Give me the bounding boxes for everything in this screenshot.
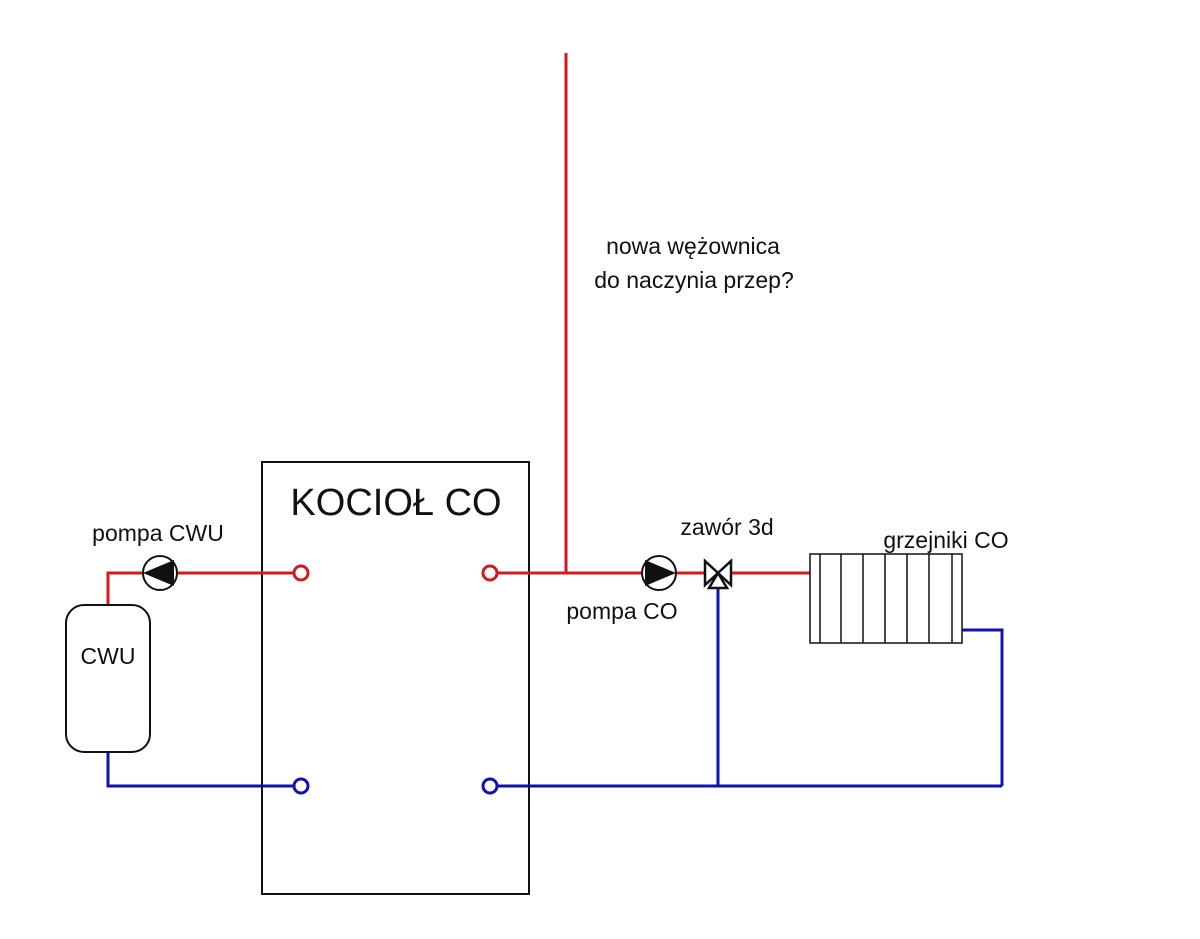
boiler-port-co-return	[481, 777, 499, 795]
dhw-return-pipe	[106, 752, 295, 788]
dhw-pump-icon	[142, 555, 178, 591]
boiler-port-dhw-supply	[292, 564, 310, 582]
three-way-valve-icon	[703, 558, 733, 590]
boiler-port-co-supply	[481, 564, 499, 582]
dhw-tank-label: CWU	[81, 643, 136, 669]
radiator-return-pipe	[962, 628, 1004, 786]
dhw-tank	[65, 604, 151, 753]
dhw-pump-label: pompa CWU	[92, 520, 224, 546]
boiler-port-dhw-return	[292, 777, 310, 795]
dhw-supply-pipe-to-tank	[106, 571, 142, 605]
note-line-1: nowa wężownica	[606, 233, 780, 259]
boiler-box	[261, 461, 530, 895]
valve-label: zawór 3d	[680, 514, 773, 540]
note-line-2: do naczynia przep?	[594, 267, 793, 293]
radiator-label: grzejniki CO	[883, 527, 1008, 553]
return-pipes	[106, 588, 1004, 788]
boiler-label: KOCIOŁ CO	[290, 482, 501, 524]
supply-pipes	[106, 53, 810, 605]
radiator-icon	[809, 553, 963, 644]
co-pump-icon	[641, 555, 677, 591]
co-pump-label: pompa CO	[566, 598, 677, 624]
